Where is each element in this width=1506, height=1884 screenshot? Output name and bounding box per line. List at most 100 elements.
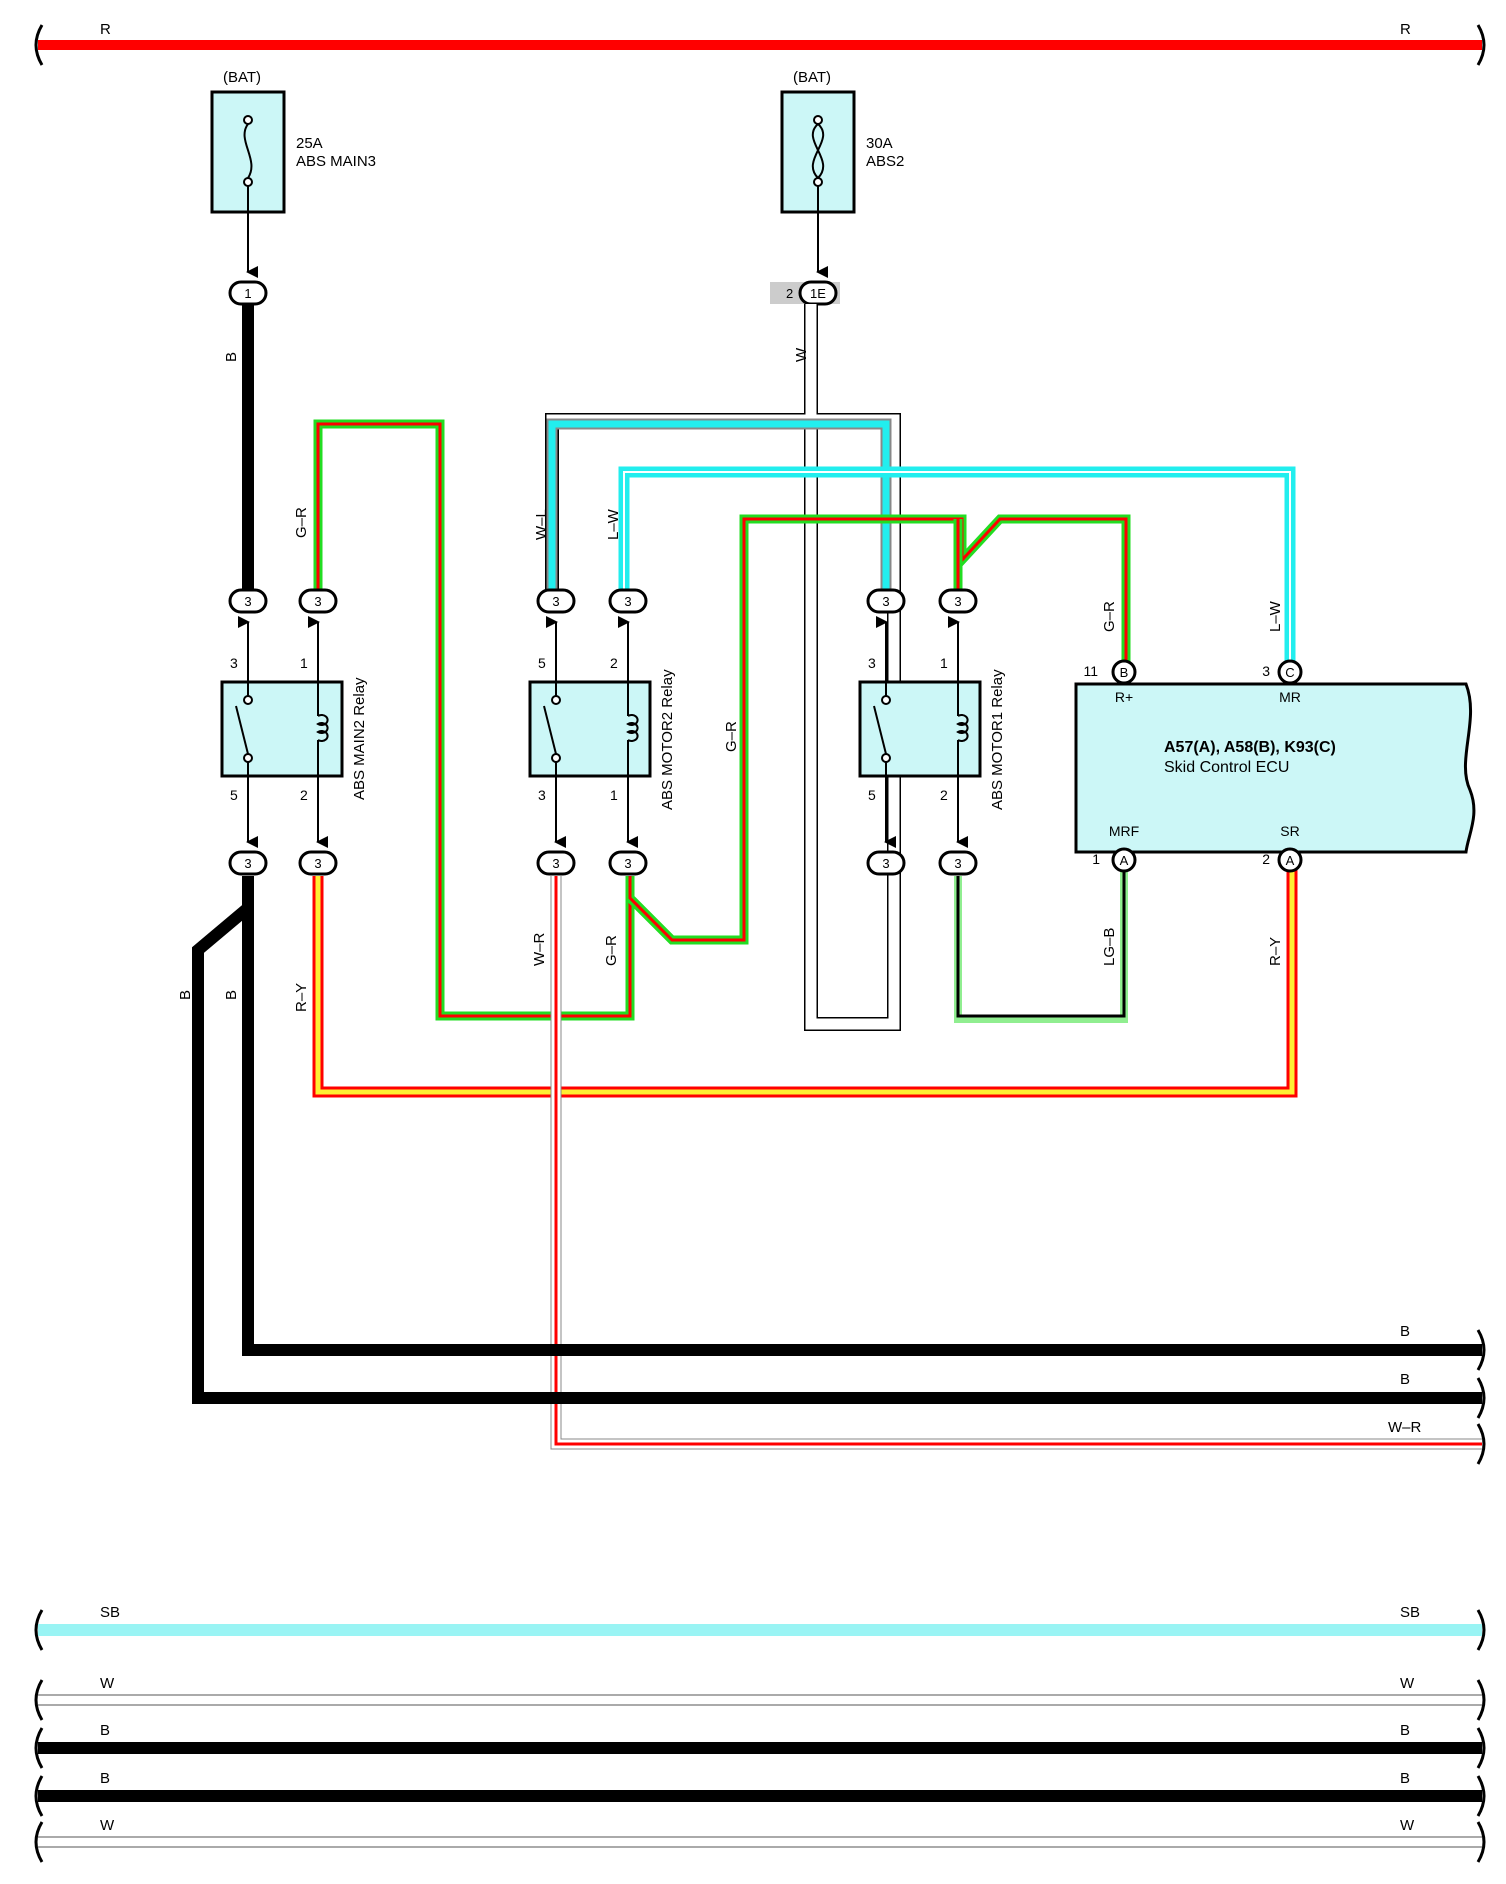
connector-label: 3 [882,856,889,871]
connector [866,850,906,876]
relay2-switch-icon [543,705,557,755]
connector [608,588,648,614]
fuse2-name: ABS2 [866,153,904,170]
top-bus-right-label: R [1400,21,1411,38]
fuse2-rating: 30A [866,135,893,152]
wire-label-motor2-out-switch: W–R [531,933,548,967]
relay1-name: ABS MAIN2 Relay [351,677,368,800]
relay-abs-motor2: 3 3 5 2 3 1 3 3 ABS MOTOR2 Relay [528,588,676,876]
relay1-switch-icon [235,705,249,755]
relay3-pin-br: 2 [940,787,948,803]
connector [298,588,338,614]
relay3-switch-icon [873,705,887,755]
fuse2-wire-label: W [793,347,810,362]
fuse1-element-icon [243,123,253,179]
ecu-pin-label: R+ [1115,689,1133,705]
connector-label: 3 [882,594,889,609]
ecu-pin-num: 1 [1092,851,1100,867]
ecu-mrf-wire-label: LG–B [1101,928,1118,966]
connector [608,850,648,876]
ecu-pin-num: 11 [1083,663,1098,679]
wire-lg-b [954,868,1128,1023]
connector-label: 3 [314,594,321,609]
relay2-name: ABS MOTOR2 Relay [659,669,676,810]
ecu-pin-connector [1111,847,1137,873]
connector [938,850,978,876]
connector-label: 3 [244,856,251,871]
bottom-bus-right-label: B [1400,1722,1410,1739]
bottom-bus-left-label: B [100,1770,110,1787]
ecu-pin-label: SR [1280,823,1299,839]
bottom-bus-left-label: W [100,1817,115,1834]
relay3-pin-tl: 3 [868,655,876,671]
ecu-mr-wire-label: L–W [1267,600,1284,632]
connector-label: 3 [244,594,251,609]
relay1-pin-br: 2 [300,787,308,803]
relay1-body [220,680,344,778]
wire-label-ground-a: B [223,990,240,1000]
relay3-coil-icon [956,714,969,742]
relay2-pin-bl: 3 [538,787,546,803]
connector [228,850,268,876]
wire-label-ground-b: B [177,990,194,1000]
ecu-pin-label: MRF [1109,823,1139,839]
fuse-abs-main3: (BAT) 25A ABS MAIN3 1 B [210,69,376,590]
wire-label-motor2-coil: L–W [605,508,622,540]
bottom-bus-left-label: W [100,1675,115,1692]
relay2-body [528,680,652,778]
connector [536,850,576,876]
relay2-pin-tr: 2 [610,655,618,671]
fuse2-source: (BAT) [793,69,831,86]
ecu-pin-conn: C [1285,665,1294,680]
ecu-pin-num: 2 [1262,851,1270,867]
ecu-r-plus-wire-label: G–R [1101,601,1118,632]
right-bus-ends: B B W–R [1388,1323,1486,1465]
relay-abs-motor1: 3 3 3 1 5 2 3 3 ABS MOTOR1 Relay [858,588,1006,876]
relay2-pin-tl: 5 [538,655,546,671]
bottom-bus-left-label: SB [100,1604,120,1621]
wire-label-motor2-out-coil: G–R [603,935,620,966]
bottom-bus-left-label: B [100,1722,110,1739]
bottom-bus-right-label: W [1400,1817,1415,1834]
wire-w-abs2 [546,304,900,1030]
connector-label: 3 [954,856,961,871]
connector-label: 3 [552,594,559,609]
fuse2-connector-prefix: 2 [786,286,793,301]
fuse1-connector-label: 1 [244,286,251,301]
relay-abs-main2: 3 3 3 1 5 2 3 3 ABS MAIN2 Relay [220,588,368,876]
connector [536,588,576,614]
wire-label-main2-coil: G–R [293,507,310,538]
connector [866,588,906,614]
bus-left-bracket [34,24,44,66]
fuse1-source: (BAT) [223,69,261,86]
wire-w-l [548,420,890,604]
wire-b-ground-b [192,876,1482,1404]
fuse1-wire-label: B [223,352,240,362]
bus-right-bracket [1476,24,1486,66]
right-bus-label: B [1400,1371,1410,1388]
relay1-pin-tr: 1 [300,655,308,671]
right-bus-label: B [1400,1323,1410,1340]
skid-control-ecu: A57(A), A58(B), K93(C) Skid Control ECU … [1074,659,1476,873]
relay3-pin-tr: 1 [940,655,948,671]
ecu-pin-conn: A [1286,853,1295,868]
fuse-abs2: (BAT) 30A ABS2 2 1E W [545,69,904,1031]
ecu-body [1074,682,1476,854]
ecu-pin-connector [1111,659,1137,685]
relay2-coil-icon [626,714,639,742]
ecu-pin-conn: B [1120,665,1129,680]
relay3-pin-bl: 5 [868,787,876,803]
ecu-subtitle: Skid Control ECU [1164,759,1289,776]
connector-label: 3 [624,594,631,609]
relay1-pin-tl: 3 [230,655,238,671]
relay2-pin-br: 1 [610,787,618,803]
ecu-pin-connector [1277,847,1303,873]
connector [228,588,268,614]
top-bus-left-label: R [100,21,111,38]
ecu-title: A57(A), A58(B), K93(C) [1164,739,1336,756]
bottom-buses: SB SB W W B B B B W W [34,1604,1486,1863]
connector [298,850,338,876]
fuse1-rating: 25A [296,135,323,152]
connector-label: 3 [954,594,961,609]
